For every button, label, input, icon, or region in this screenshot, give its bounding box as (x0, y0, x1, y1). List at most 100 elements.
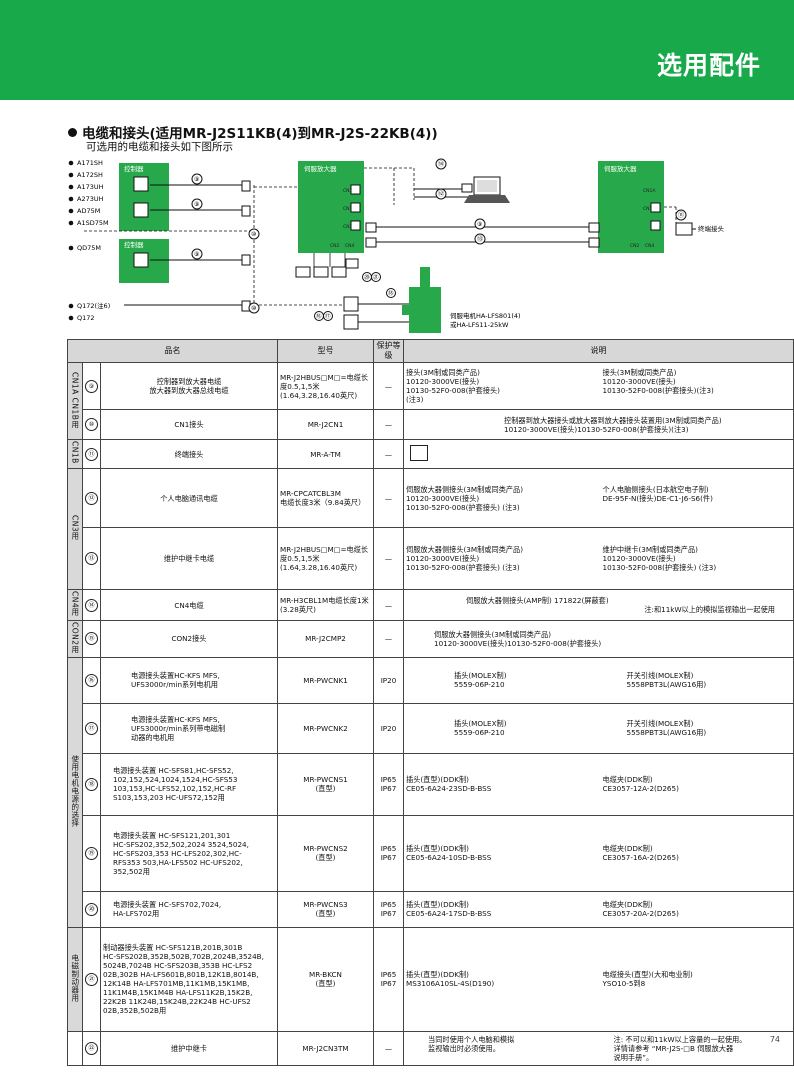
model-number: MR-PWCNK2 (277, 702, 374, 754)
personal-computer-icon (464, 176, 510, 203)
row-number: ⑭ (85, 598, 98, 612)
controller-model: QD75M (77, 244, 101, 252)
amp-label: 伺服放大器 (604, 164, 637, 173)
page-number: 74 (769, 1035, 780, 1044)
item-name: 电源接头装置 HC-SFS121,201,301 HC-SFS202,352,5… (100, 814, 278, 892)
protection-level: — (373, 468, 404, 528)
protection-level: — (373, 362, 404, 410)
svg-text:⑱: ⑱ (388, 289, 394, 297)
desc-left: 插头(MOLEX制) 5559-06P-210 (454, 719, 507, 738)
svg-text:⑭: ⑭ (438, 160, 444, 168)
svg-text:CN2: CN2 (630, 243, 640, 249)
desc-left: 当同时使用个人电脑和模拟 监视输出时必须使用。 (428, 1034, 515, 1053)
table-row: ⑰ 电源接头装置HC-KFS MFS, UFS3000r/min系列带电磁制 动… (68, 702, 794, 754)
description (403, 439, 794, 469)
group-label: 电磁制动器用 (67, 926, 83, 1032)
group-label: 使用电机电源的选择 (67, 656, 83, 928)
description: 插头(直型)(DDK制) CE05-6A24-17SD-B-BSS 电缆夹(DD… (403, 890, 794, 928)
group-label: CN1B (67, 439, 83, 469)
table-row: ㉒ 维护中继卡 MR-J2CN3TM — 当同时使用个人电脑和模拟 监视输出时必… (67, 1030, 794, 1066)
protection-level: IP20 (373, 702, 404, 754)
desc-left: 伺服放大器侧接头(3M制或同类产品) 10120-3000VE(接头) 1013… (406, 484, 524, 512)
controller-list-top: A171SH A172SH A173UH A273UH AD75M A1SD75… (68, 159, 110, 322)
protection-level: IP65 IP67 (373, 926, 404, 1032)
desc-left: 插头(直型)(DDK制) MS3106A10SL-4S(D190) (406, 970, 495, 989)
terminal-connector-icon (410, 445, 428, 461)
header-protect: 保护等级 (373, 339, 404, 363)
item-name: 维护中继卡电缆 (100, 527, 278, 590)
group-label: CN4用 (67, 589, 83, 621)
row-number: ㉒ (85, 1041, 98, 1055)
description: 插头(直型)(DDK制) CE05-6A24-10SD-B-BSS 电缆夹(DD… (403, 814, 794, 892)
description: 插头(MOLEX制) 5559-06P-210 开关引线(MOLEX制) 555… (403, 656, 794, 704)
terminal-connector-icon (675, 222, 696, 236)
item-name: 制动器接头装置 HC-SFS121B,201B,301B HC-SFS202B,… (100, 926, 278, 1032)
desc-right: 开关引线(MOLEX制) 5558PBT3L(AWG16用) (626, 671, 707, 690)
protection-level: — (373, 620, 404, 658)
desc-left: 插头(直型)(DDK制) CE05-6A24-23SD-B-BSS (406, 775, 492, 794)
table-row: CON2用 ⑮ CON2接头 MR-J2CMP2 — 伺服放大器侧接头(3M制或… (67, 620, 794, 658)
row-number: ⑳ (85, 902, 98, 916)
controller-label: 控制器 (124, 240, 144, 249)
item-name: 电源接头装置HC-KFS MFS, UFS3000r/min系列电机用 (100, 656, 278, 704)
model-number: MR-J2HBUS□M□=电缆长度0.5,1,5米(1.64,3.28,16.4… (277, 362, 374, 410)
item-name: 维护中继卡 (100, 1030, 278, 1066)
desc-right: 开关引线(MOLEX制) 5558PBT3L(AWG16用) (626, 719, 707, 738)
desc-right: 接头(3M制或同类产品) 10120-3000VE(接头) 10130-52F0… (602, 368, 714, 395)
controller-model: Q172(注6) (77, 301, 110, 310)
svg-text:⑩: ⑩ (251, 231, 256, 238)
svg-text:CN1A: CN1A (343, 188, 356, 194)
row-number: ⑫ (85, 491, 98, 505)
group-label: CN3用 (67, 468, 83, 590)
terminal-label: 终端接头 (698, 224, 725, 233)
row-number: ⑰ (85, 721, 98, 735)
svg-text:CN4: CN4 (345, 243, 355, 249)
table-row: CN1A CN1B用 ⑨ 控制器到放大器电缆 放大器到放大器总线电缆 MR-J2… (67, 362, 794, 440)
servo-motor-icon (343, 267, 441, 333)
model-number: MR-A-TM (277, 439, 374, 469)
svg-text:CN1B: CN1B (343, 206, 355, 212)
table-row: CN4用 ⑭ CN4电缆 MR-H3CBL1M电缆长度1米(3.28英尺) — … (67, 589, 794, 621)
desc-left: 插头(直型)(DDK制) CE05-6A24-17SD-B-BSS (406, 900, 492, 919)
protection-level: — (373, 409, 404, 440)
protection-level: — (373, 1030, 404, 1066)
model-number: MR-CPCATCBL3M 电缆长度3米（9.84英尺） (277, 468, 374, 528)
model-number: MR-PWCNS3 (直型) (277, 890, 374, 928)
header-model: 型号 (277, 339, 374, 363)
desc-right: 电缆夹(DDK制) CE3057-20A-2(D265) (602, 900, 679, 919)
model-number: MR-BKCN (直型) (277, 926, 374, 1032)
row-number: ⑩ (85, 418, 98, 431)
table-header-row: 品名 型号 保护等级 说明 (67, 339, 794, 363)
table-row: ⑩ CN1接头 MR-J2CN1 — 控制器到放大器接头或放大器到放大器接头装置… (68, 409, 794, 440)
item-name: CN1接头 (100, 409, 278, 440)
description: 伺服放大器侧接头(3M制或同类产品) 10120-3000VE(接头) 1013… (403, 468, 794, 528)
controller-label: 控制器 (124, 164, 144, 173)
table-row: 电磁制动器用 ㉑ 制动器接头装置 HC-SFS121B,201B,301B HC… (67, 926, 794, 1032)
accessory-table: 品名 型号 保护等级 说明 CN1A CN1B用 ⑨ 控制器到放大器电缆 放大器… (67, 339, 794, 1066)
model-number: MR-J2CMP2 (277, 620, 374, 658)
svg-text:㉑: ㉑ (373, 273, 379, 281)
row-number: ⑯ (85, 673, 98, 687)
protection-level: IP65 IP67 (373, 752, 404, 816)
desc-right: 电缆夹(DDK制) CE3057-12A-2(D265) (602, 775, 679, 794)
description: 接头(3M制或同类产品) 10120-3000VE(接头) 10130-52F0… (403, 362, 794, 410)
section-title: 电缆和接头(适用MR-J2S11KB(4)到MR-J2S-22KB(4)) (68, 122, 438, 142)
table-row: ⑳ 电源接头装置 HC-SFS702,7024, HA-LFS702用 MR-P… (68, 890, 794, 928)
bullet-icon (68, 128, 77, 137)
item-name: 控制器到放大器电缆 放大器到放大器总线电缆 (100, 362, 278, 410)
description: 插头(直型)(DDK制) MS3106A10SL-4S(D190) 电缆接头(直… (403, 926, 794, 1032)
svg-text:⑨: ⑨ (477, 221, 482, 228)
svg-text:CN1A: CN1A (643, 188, 656, 194)
protection-level: IP65 IP67 (373, 814, 404, 892)
model-number: MR-J2HBUS□M□=电缆长度0.5,1,5米(1.64,3.28,16.4… (277, 527, 374, 590)
protection-level: IP20 (373, 656, 404, 704)
description: 插头(直型)(DDK制) CE05-6A24-23SD-B-BSS 电缆夹(DD… (403, 752, 794, 816)
section-subtitle: 可选用的电缆和接头如下图所示 (86, 141, 233, 153)
controller-model: A171SH (77, 159, 103, 167)
protection-level: — (373, 527, 404, 590)
protection-level: — (373, 589, 404, 621)
desc-right: 电缆夹(DDK制) CE3057-16A-2(D265) (602, 844, 679, 863)
svg-text:⑳: ⑳ (364, 273, 370, 281)
item-name: 电源接头装置 HC-SFS702,7024, HA-LFS702用 (100, 890, 278, 928)
description: 伺服放大器侧接头(AMP制) 171822(屏蔽套) 注:和11kW以上的模拟监… (403, 589, 794, 621)
